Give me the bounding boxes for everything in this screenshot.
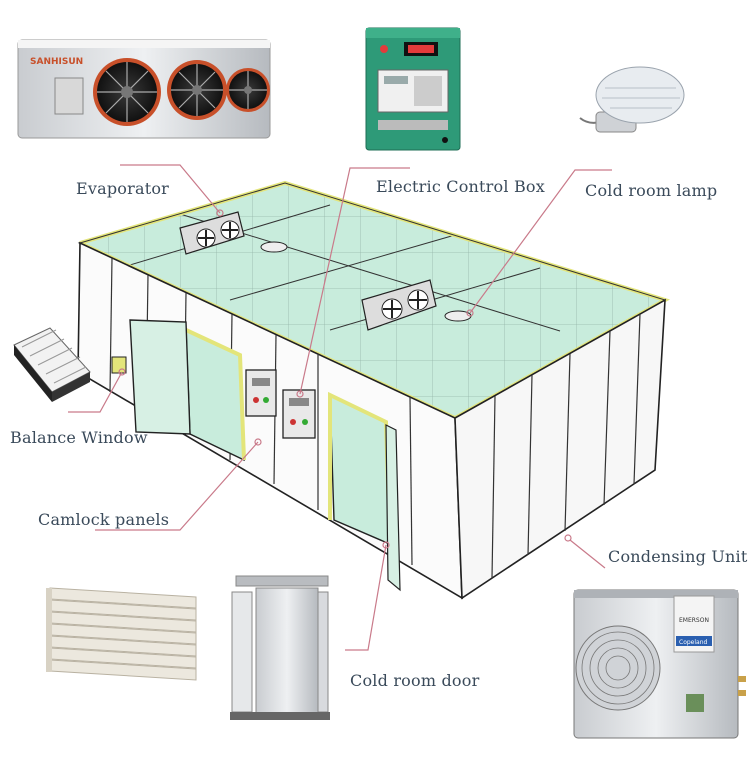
evaporator-brand: SANHISUN bbox=[30, 57, 83, 67]
label-evaporator: Evaporator bbox=[76, 179, 170, 198]
label-camlock-panels: Camlock panels bbox=[38, 510, 170, 529]
label-condensing-unit: Condensing Unit bbox=[608, 547, 748, 566]
door-photo bbox=[230, 575, 330, 720]
ceiling-evaporator-2 bbox=[361, 279, 437, 331]
condenser-brand: EMERSON bbox=[679, 617, 709, 624]
right-wall bbox=[454, 298, 666, 600]
evaporator-photo: SANHISUN bbox=[17, 39, 271, 139]
label-cold-room-door: Cold room door bbox=[350, 671, 480, 690]
ceiling-evaporator-1 bbox=[179, 211, 245, 255]
panels-photo bbox=[46, 587, 197, 681]
wall-control-box-1 bbox=[245, 369, 277, 417]
wall-control-box-2 bbox=[282, 389, 316, 439]
control-box-photo bbox=[365, 27, 461, 151]
lamp-photo bbox=[579, 66, 685, 133]
balance-window-photo bbox=[13, 327, 91, 402]
condensing-unit-photo: EMERSON Copeland bbox=[573, 589, 746, 739]
cold-room bbox=[77, 180, 671, 600]
label-balance-window: Balance Window bbox=[10, 428, 148, 447]
condenser-badge: Copeland bbox=[679, 639, 708, 646]
label-cold-room-lamp: Cold room lamp bbox=[585, 181, 718, 200]
leader-lines bbox=[68, 164, 612, 651]
ceiling-lamp-1 bbox=[260, 241, 288, 253]
label-electric-control-box: Electric Control Box bbox=[376, 177, 545, 196]
